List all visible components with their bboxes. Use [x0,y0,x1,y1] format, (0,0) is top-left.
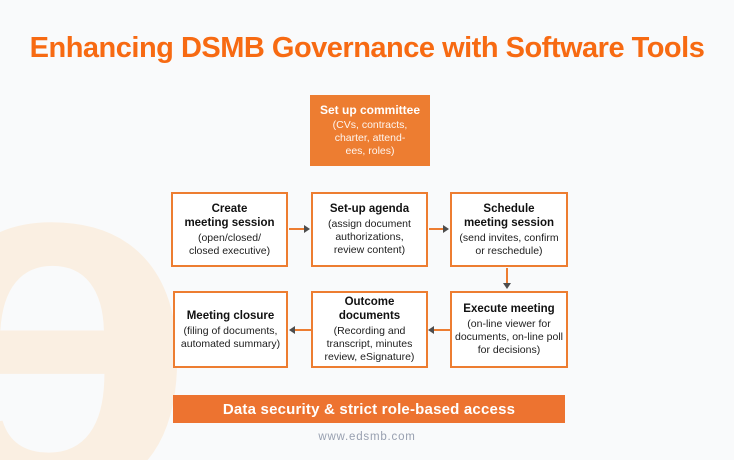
flow-box-subtitle: (assign document authorizations, review … [328,218,411,256]
flow-box-create-meeting-session: Create meeting session (open/closed/ clo… [171,192,288,267]
flow-box-title: Schedule meeting session [463,202,555,229]
flow-box-outcome-documents: Outcome documents (Recording and transcr… [311,291,428,368]
arrowhead-right-icon [443,225,449,233]
arrow-execute-to-outcome [434,329,450,331]
arrow-create-to-agenda [289,228,305,230]
arrowhead-down-icon [503,283,511,289]
flow-box-set-up-agenda: Set-up agenda (assign document authoriza… [311,192,428,267]
flow-box-execute-meeting: Execute meeting (on-line viewer for docu… [450,291,568,368]
page-title: Enhancing DSMB Governance with Software … [29,32,705,64]
flow-box-subtitle: (on-line viewer for documents, on-line p… [455,318,563,356]
flow-box-title: Meeting closure [186,309,275,322]
flow-box-subtitle: (send invites, confirm or reschedule) [459,231,559,257]
flow-box-subtitle: (open/closed/ closed executive) [188,231,271,257]
flow-box-subtitle: (filing of documents, automated summary) [180,324,281,350]
security-banner: Data security & strict role-based access [173,395,565,423]
committee-box: Set up committee (CVs, contracts, charte… [310,95,430,166]
flow-box-title: Set-up agenda [329,203,410,215]
arrow-agenda-to-schedule [429,228,444,230]
flow-box-title: Execute meeting [463,303,555,315]
committee-box-subtitle: (CVs, contracts, charter, attend- ees, r… [332,119,408,157]
flow-box-title: Create meeting session [184,202,275,229]
arrowhead-right-icon [304,225,310,233]
committee-box-title: Set up committee [319,103,421,117]
arrow-outcome-to-closure [295,329,311,331]
arrowhead-left-icon [428,326,434,334]
background-e-watermark: e [0,38,197,460]
flow-box-meeting-closure: Meeting closure (filing of documents, au… [173,291,288,368]
website-url: www.edsmb.com [318,431,416,443]
flow-box-schedule-meeting-session: Schedule meeting session (send invites, … [450,192,568,267]
flow-box-subtitle: (Recording and transcript, minutes revie… [324,325,415,363]
arrowhead-left-icon [289,326,295,334]
arrow-schedule-to-execute [506,268,508,284]
flow-box-title: Outcome documents [338,296,401,322]
